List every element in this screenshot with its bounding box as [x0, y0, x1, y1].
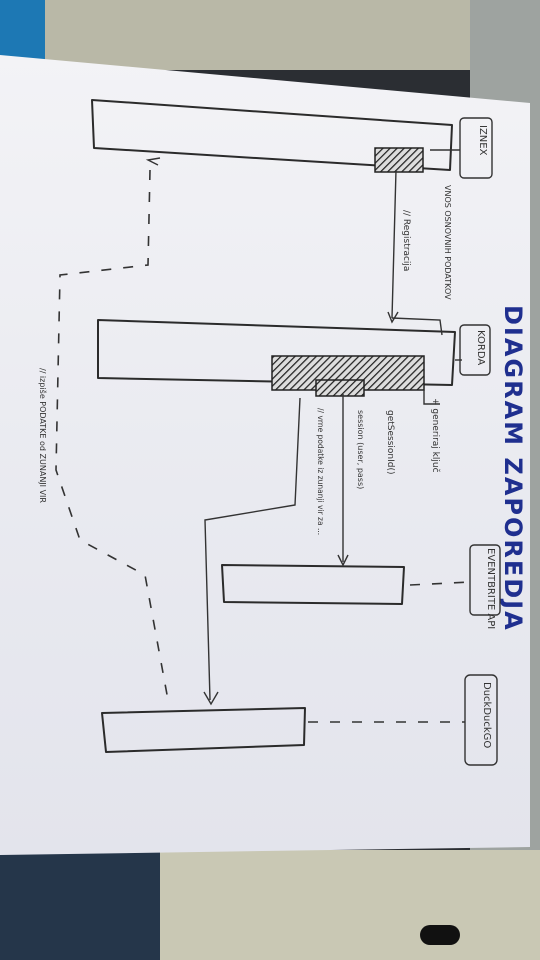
actor-korda-label: KORDA [475, 330, 486, 365]
message-generiraj: + generiraj ključ [430, 398, 441, 473]
actor-duckduckgo-label: DuckDuckGO [481, 682, 492, 748]
message-session: session (user, pass) [356, 410, 365, 489]
activation-bar-3 [316, 380, 364, 396]
message-izpise: // izpiše PODATKE od ZUNANJI VIR [38, 368, 48, 503]
diagram-title: DIAGRAM ZAPOREDJA [499, 305, 527, 632]
lifeline-box-4 [102, 708, 305, 752]
actor-iznex-label: IZNEX [477, 125, 488, 156]
message-registracija: // Registracija [401, 210, 411, 271]
message-get-session: getSessionId() [385, 410, 395, 475]
dashed-eventbrite [410, 582, 470, 585]
arrow-to-korda [392, 318, 442, 335]
arrow-down-duck [204, 398, 300, 704]
actor-duckduckgo: DuckDuckGO [465, 675, 497, 765]
activation-bar-1 [375, 148, 423, 172]
message-vnos: VNOS OSNOVNIH PODATKOV [443, 185, 452, 300]
dashed-return-1 [56, 170, 168, 700]
actor-iznex: IZNEX [460, 118, 492, 178]
actor-eventbrite: EVENTBRITE API [470, 545, 500, 629]
arrow-head-return [148, 158, 160, 165]
message-vrne-podatke: // vrne podatke iz zunanji vir za ... [316, 408, 325, 535]
actor-eventbrite-label: EVENTBRITE API [485, 548, 496, 629]
lifeline-box-3 [222, 565, 404, 604]
arrow-registracija [388, 170, 398, 322]
arrow-session [338, 394, 348, 565]
actor-korda: KORDA [460, 325, 490, 375]
